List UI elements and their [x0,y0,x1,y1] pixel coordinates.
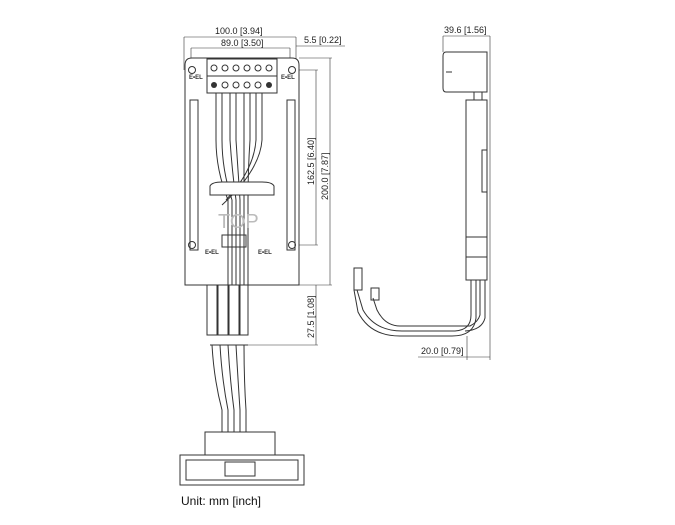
dim-height-holes: 162.5 [6.40] [306,137,316,185]
dim-side-offset: 20.0 [0.79] [421,346,464,356]
dim-wire-length: 27.5 [1.08] [306,295,316,338]
dim-height-total: 200.0 [7.87] [320,152,330,200]
side-view: 39.6 [1.56] 20.0 [0.79] [353,25,491,360]
unit-label: Unit: mm [inch] [181,494,262,508]
front-view: 100.0 [3.94] 89.0 [3.50] 5.5 [0.22] E•EL… [179,26,345,486]
mark-left: E•EL [189,75,203,81]
dim-offset: 5.5 [0.22] [304,35,342,45]
side-wires [353,267,486,337]
mark-bottom-right: E•EL [258,250,272,256]
mark-bottom-left: E•EL [205,250,219,256]
terminal-screws [210,64,273,89]
dim-width-total: 100.0 [3.94] [215,26,263,36]
dim-width-holes: 89.0 [3.50] [221,38,264,48]
dim-depth: 39.6 [1.56] [444,25,487,35]
top-mark: TOP [218,211,259,233]
wires-lower [206,284,249,460]
mark-right: E•EL [281,75,295,81]
wires-upper [215,93,263,285]
